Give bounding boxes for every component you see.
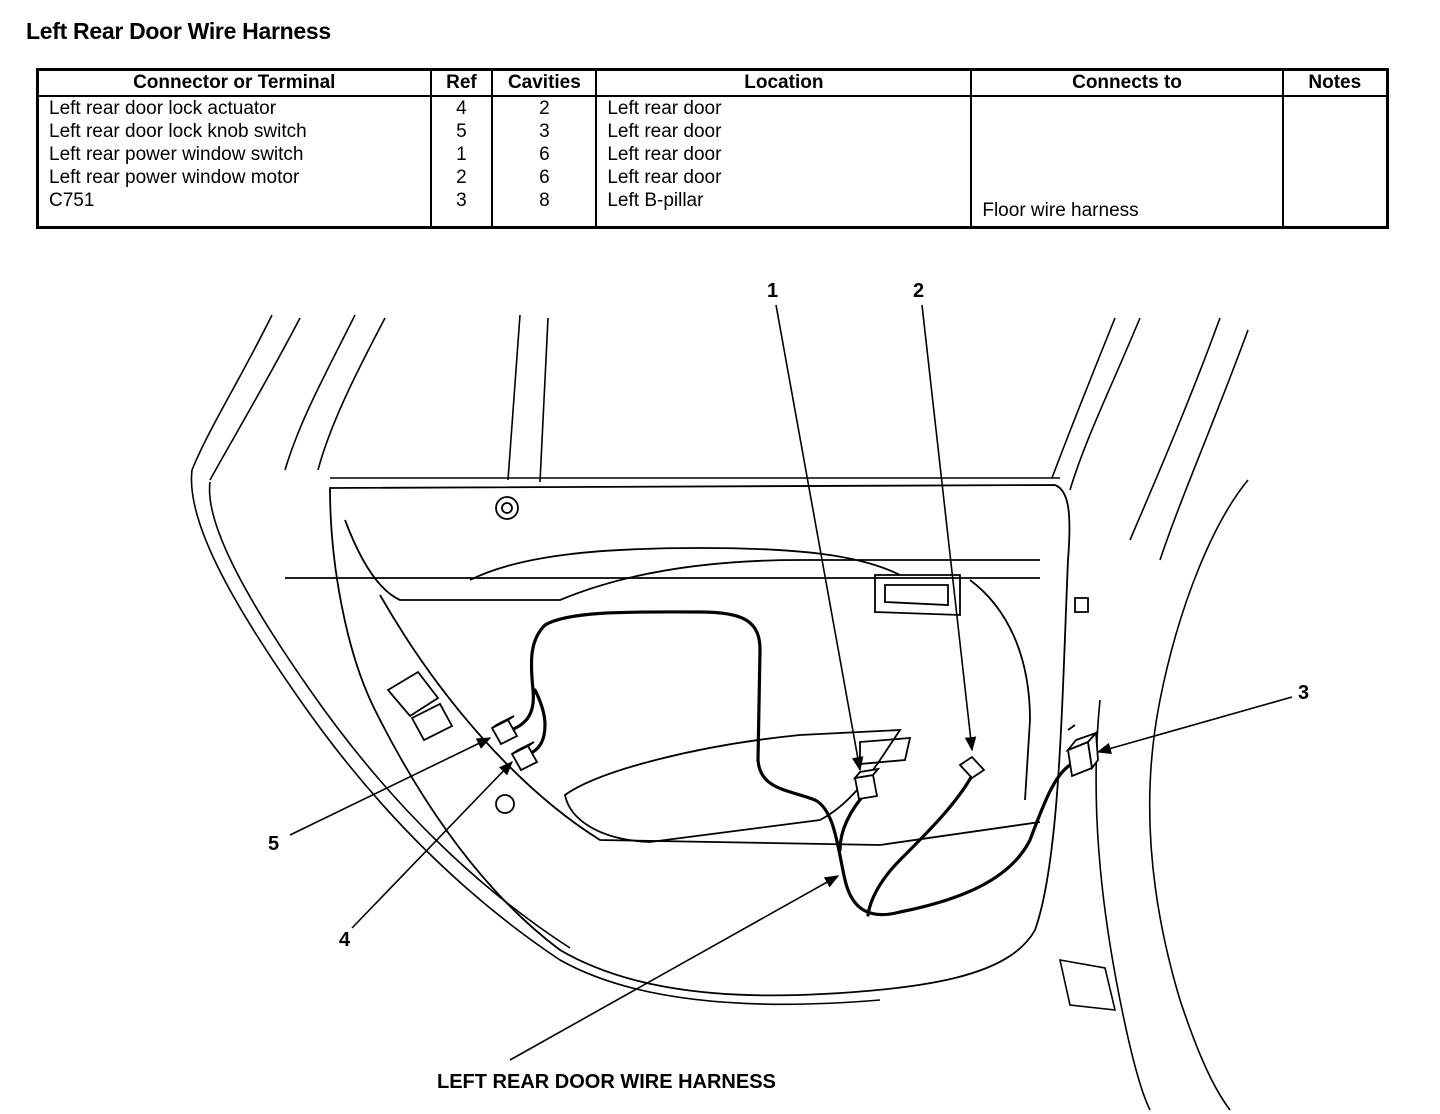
cell-notes xyxy=(1281,143,1388,166)
col-header-connects-to: Connects to xyxy=(970,69,1283,97)
cell-notes xyxy=(1281,96,1388,120)
table-header-row: Connector or Terminal Ref Cavities Locat… xyxy=(37,69,1388,97)
connector-1 xyxy=(852,767,881,801)
connector-3 xyxy=(1065,730,1099,778)
cell-connector: Left rear door lock knob switch xyxy=(49,121,307,142)
wire-harness xyxy=(503,610,1072,917)
cell-connects-to xyxy=(970,96,1283,120)
diagram-caption: LEFT REAR DOOR WIRE HARNESS xyxy=(437,1071,776,1093)
col-header-location: Location xyxy=(595,69,972,97)
callout-5: 5 xyxy=(268,833,280,855)
cell-cavities: 3 xyxy=(491,120,597,143)
connector-5 xyxy=(490,715,519,746)
connector-2 xyxy=(958,755,986,780)
cell-location: Left rear door xyxy=(595,166,972,189)
cell-cavities: 8 xyxy=(491,189,597,228)
vehicle-body-outline xyxy=(190,314,1249,1111)
cell-notes xyxy=(1281,166,1388,189)
cell-connector: Left rear power window motor xyxy=(49,167,300,188)
cell-connects-to xyxy=(970,143,1283,166)
cell-notes xyxy=(1281,120,1388,143)
cell-ref: 4 xyxy=(429,96,493,120)
col-header-cavities: Cavities xyxy=(491,69,597,97)
cell-connector: Left rear door lock actuator xyxy=(49,98,277,119)
table-row: Left rear door lock knob switch 5 3 Left… xyxy=(38,120,1388,143)
door-panel xyxy=(285,484,1089,997)
cell-ref: 3 xyxy=(429,189,493,228)
connector-4 xyxy=(510,741,539,772)
cell-location: Left rear door xyxy=(595,143,972,166)
cell-location: Left rear door xyxy=(595,96,972,120)
callout-3: 3 xyxy=(1298,682,1310,704)
callout-1: 1 xyxy=(767,280,779,302)
cell-connector: C751 xyxy=(49,190,95,211)
cell-connects-to: Floor wire harness xyxy=(970,189,1283,228)
cell-notes xyxy=(1281,189,1388,228)
cell-location: Left B-pillar xyxy=(595,189,972,228)
table-row: Left rear door lock actuator 4 2 Left re… xyxy=(38,96,1388,120)
cell-ref: 1 xyxy=(429,143,493,166)
callout-4: 4 xyxy=(339,929,351,951)
cell-connects-to xyxy=(970,166,1283,189)
leader-lines xyxy=(289,304,1293,1061)
cell-ref: 5 xyxy=(429,120,493,143)
col-header-notes: Notes xyxy=(1281,69,1388,97)
cell-location: Left rear door xyxy=(595,120,972,143)
connector-table: Connector or Terminal Ref Cavities Locat… xyxy=(36,68,1389,229)
cell-ref: 2 xyxy=(429,166,493,189)
col-header-connector: Connector or Terminal xyxy=(37,69,431,97)
table-row: Left rear power window switch 1 6 Left r… xyxy=(38,143,1388,166)
col-header-ref: Ref xyxy=(429,69,493,97)
page-title: Left Rear Door Wire Harness xyxy=(26,18,331,44)
cell-cavities: 6 xyxy=(491,166,597,189)
cell-connects-to xyxy=(970,120,1283,143)
cell-cavities: 2 xyxy=(491,96,597,120)
table-row: Left rear power window motor 2 6 Left re… xyxy=(38,166,1388,189)
cell-cavities: 6 xyxy=(491,143,597,166)
table-row: C751 3 8 Left B-pillar Floor wire harnes… xyxy=(38,189,1388,228)
callout-2: 2 xyxy=(913,280,925,302)
cell-connector: Left rear power window switch xyxy=(49,144,304,165)
